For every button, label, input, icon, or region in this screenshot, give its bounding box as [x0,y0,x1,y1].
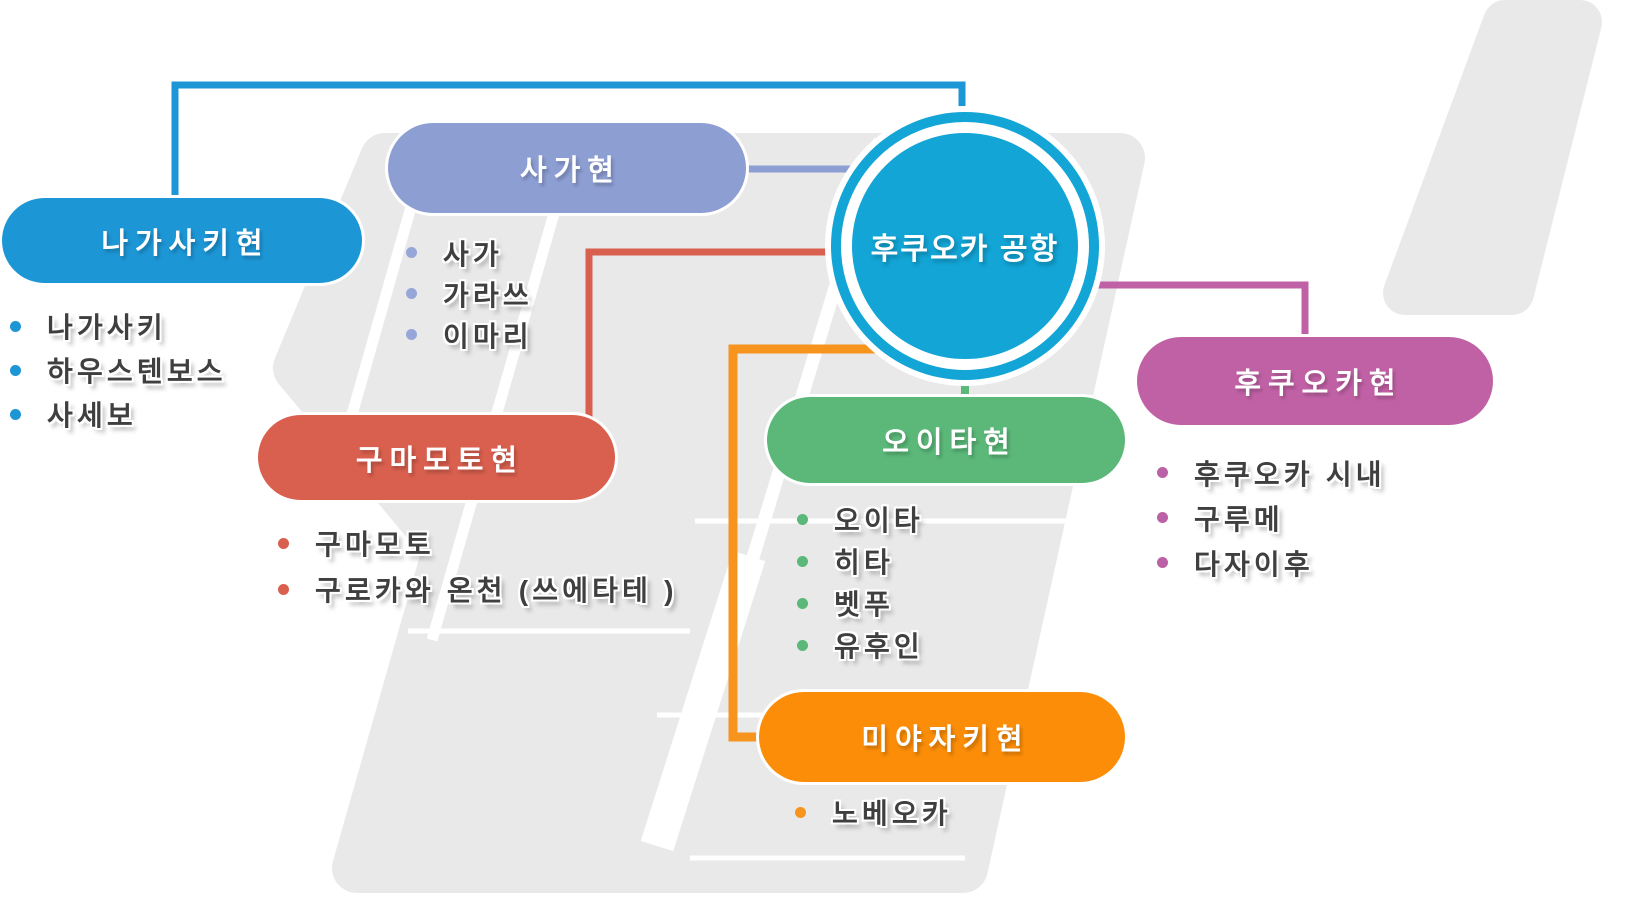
nagasaki-city-list: 나가사키 하우스텐보스 사세보 [10,304,227,436]
bullet-dot [406,329,417,340]
city-label: 가라쓰 [443,279,533,311]
prefecture-label: 오이타현 [882,427,1017,459]
list-item: 가라쓰 [406,273,533,314]
connector-miyazaki [728,344,885,742]
city-label: 구루메 [1194,503,1284,535]
fukuoka-city-list: 후쿠오카 시내 구루메 다자이후 [1157,450,1386,585]
bullet-dot [10,320,21,332]
city-label: 후쿠오카 시내 [1194,458,1386,490]
city-label: 사세보 [47,400,137,431]
list-item: 구로카와 온천 (쓰에타테 ) [278,566,678,612]
city-label: 이마리 [443,320,533,352]
list-item: 이마리 [406,314,533,355]
bullet-dot [278,583,289,595]
list-item: 다자이후 [1157,540,1386,585]
bullet-dot [1157,512,1168,523]
list-item: 유후인 [797,624,924,666]
bullet-dot [278,537,289,549]
bullet-dot [10,364,21,376]
bullet-dot [797,555,808,567]
list-item: 구루메 [1157,495,1386,540]
list-item: 구마모토 [278,520,678,566]
airport-hub-node: 후쿠오카 공항 [831,112,1099,380]
city-label: 다자이후 [1194,548,1314,580]
list-item: 노베오카 [795,790,952,834]
prefecture-pill-oita: 오이타현 [767,397,1125,483]
city-label: 히타 [834,547,894,578]
prefecture-label: 구마모토현 [355,444,525,477]
city-label: 하우스텐보스 [47,356,227,387]
city-label: 구마모토 [315,529,435,560]
city-label: 나가사키 [47,312,167,343]
oita-city-list: 오이타 히타 벳푸 유후인 [797,498,924,666]
prefecture-pill-kumamoto: 구마모토현 [258,415,615,500]
prefecture-label: 나가사키현 [101,227,270,260]
background-corner-slash-shape [1383,0,1602,315]
bullet-dot [406,247,417,258]
connector-nagasaki [171,81,966,200]
miyazaki-city-list: 노베오카 [795,790,952,834]
city-label: 유후인 [834,631,924,662]
list-item: 나가사키 [10,304,227,348]
prefecture-pill-saga: 사가현 [388,123,746,213]
prefecture-pill-nagasaki: 나가사키현 [2,198,362,283]
list-item: 하우스텐보스 [10,348,227,392]
bullet-dot [797,513,808,525]
list-item: 사세보 [10,392,227,436]
airport-hub-label: 후쿠오카 공항 [870,233,1060,266]
list-item: 벳푸 [797,582,924,624]
bullet-dot [797,639,808,651]
city-label: 구로카와 온천 (쓰에타테 ) [315,575,678,606]
city-label: 노베오카 [832,798,952,829]
city-label: 벳푸 [834,589,894,620]
list-item: 오이타 [797,498,924,540]
bullet-dot [10,408,21,420]
bullet-dot [1157,557,1168,568]
prefecture-pill-fukuoka: 후쿠오카현 [1137,337,1493,425]
list-item: 사가 [406,232,533,273]
bullet-dot [406,288,417,299]
connector-kumamoto [585,248,840,420]
city-label: 오이타 [834,505,924,536]
city-label: 사가 [443,238,503,270]
prefecture-pill-miyazaki: 미야자키현 [759,692,1125,782]
prefecture-label: 미야자키현 [861,724,1030,756]
bullet-dot [1157,467,1168,478]
kumamoto-city-list: 구마모토 구로카와 온천 (쓰에타테 ) [278,520,678,612]
list-item: 후쿠오카 시내 [1157,450,1386,495]
bullet-dot [797,597,808,609]
connector-fukuoka [1085,281,1309,342]
saga-city-list: 사가 가라쓰 이마리 [406,232,533,355]
prefecture-label: 후쿠오카현 [1234,368,1403,400]
list-item: 히타 [797,540,924,582]
prefecture-label: 사가현 [520,155,621,187]
connector-lines [171,81,1309,742]
bullet-dot [795,806,806,818]
